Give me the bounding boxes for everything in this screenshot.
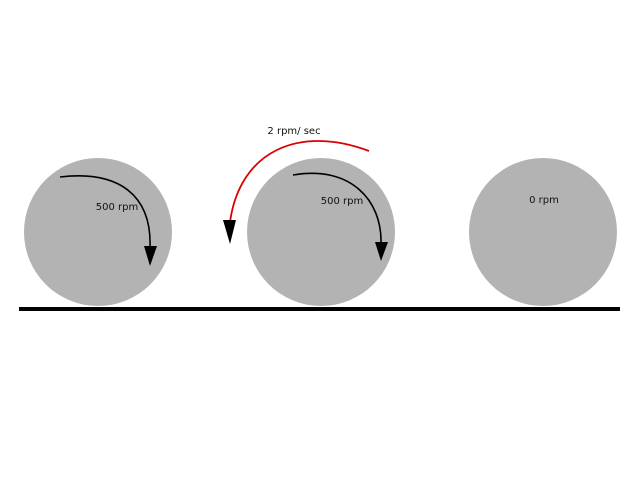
deceleration-arrow: 2 rpm/ sec <box>223 126 370 244</box>
deceleration-arrow-curve <box>229 140 370 223</box>
wheel-3: 0 rpm <box>469 158 617 306</box>
deceleration-label: 2 rpm/ sec <box>267 126 320 137</box>
wheel-2-spin-arrowhead <box>375 242 388 261</box>
wheel-1: 500 rpm <box>24 158 172 306</box>
wheel-3-disc <box>469 158 617 306</box>
wheel-2-speed-label: 500 rpm <box>321 196 363 207</box>
wheel-1-disc <box>24 158 172 306</box>
wheel-2: 500 rpm <box>247 158 395 306</box>
wheel-1-speed-label: 500 rpm <box>96 202 138 213</box>
deceleration-arrowhead <box>223 220 236 244</box>
wheel-2-spin-arrow <box>292 172 382 244</box>
wheel-3-speed-label: 0 rpm <box>529 195 559 206</box>
wheel-1-spin-arrow <box>59 175 151 249</box>
wheel-1-spin-arrowhead <box>144 246 157 266</box>
wheel-2-disc <box>247 158 395 306</box>
